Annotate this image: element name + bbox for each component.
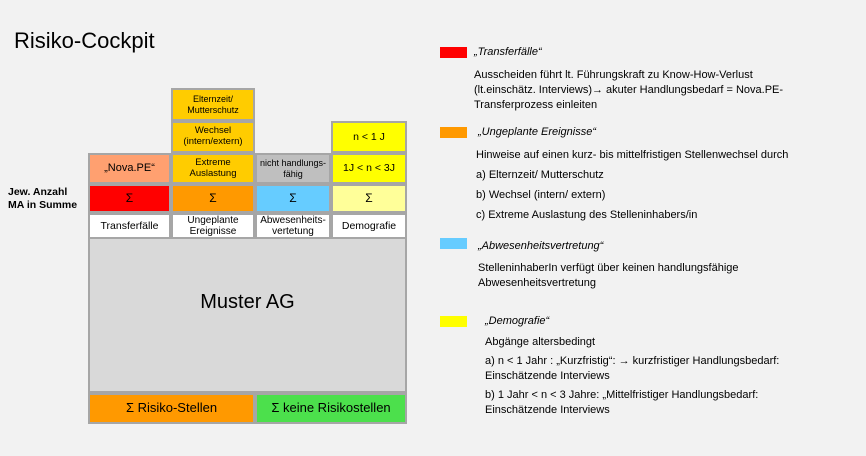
company-name: Muster AG	[200, 291, 295, 313]
legend-text-abwesenheit: StelleninhaberIn verfügt über keinen han…	[478, 262, 739, 289]
legend-item-ungeplant-a: a) Elternzeit/ Mutterschutz	[476, 169, 604, 181]
company-base: Muster AG	[88, 237, 407, 393]
legend-item-demografie-a: a) n < 1 Jahr : „Kurzfristig“: → kurzfri…	[485, 355, 780, 382]
elternzeit-box: Elternzeit/ Mutterschutz	[171, 88, 255, 121]
legend-text-demografie: Abgänge altersbedingt	[485, 336, 596, 348]
legend-item-ungeplant-c: c) Extreme Auslastung des Stelleninhaber…	[476, 209, 698, 221]
legend-title-ungeplant: „Ungeplante Ereignisse“	[478, 126, 597, 138]
legend-swatch-blue	[440, 238, 467, 249]
legend-swatch-orange	[440, 127, 467, 138]
nova-pe-box: „Nova.PE“	[88, 153, 171, 184]
legend-title-abwesenheit: „Abwesenheitsvertretung“	[478, 240, 604, 252]
legend-item-demografie-b: b) 1 Jahr < n < 3 Jahre: „Mittelfristige…	[485, 389, 759, 416]
legend-swatch-yellow	[440, 316, 467, 327]
page-title: Risiko-Cockpit	[14, 28, 155, 53]
legend-title-transfer: „Transferfälle“	[474, 46, 542, 58]
keine-risikostellen-box: Σ keine Risikostellen	[255, 393, 407, 424]
sum-row-label: Jew. Anzahl MA in Summe	[8, 186, 78, 211]
nicht-handlungsfaehig-box: nicht handlungs- fähig	[255, 153, 331, 184]
transfer-label: Transferfälle	[88, 213, 171, 239]
legend-text-ungeplant: Hinweise auf einen kurz- bis mittelfrist…	[476, 149, 789, 161]
wechsel-box: Wechsel (intern/extern)	[171, 121, 255, 153]
legend-item-ungeplant-b: b) Wechsel (intern/ extern)	[476, 189, 606, 201]
demografie-sum-box: Σ	[331, 184, 407, 213]
1j-3j-box: 1J < n < 3J	[331, 153, 407, 184]
abwesenheit-sum-box: Σ	[255, 184, 331, 213]
demografie-label: Demografie	[331, 213, 407, 239]
n-lt-1j-box: n < 1 J	[331, 121, 407, 153]
legend-text-transfer: Ausscheiden führt lt. Führungskraft zu K…	[474, 69, 784, 111]
extreme-auslastung-box: Extreme Auslastung	[171, 153, 255, 184]
abwesenheit-label: Abwesenheits- vertetung	[255, 213, 331, 239]
transfer-sum-box: Σ	[88, 184, 171, 213]
legend-swatch-red	[440, 47, 467, 58]
ungeplant-label: Ungeplante Ereignisse	[171, 213, 255, 239]
risiko-stellen-box: Σ Risiko-Stellen	[88, 393, 255, 424]
legend-title-demografie: „Demografie“	[485, 315, 550, 327]
ungeplant-sum-box: Σ	[171, 184, 255, 213]
